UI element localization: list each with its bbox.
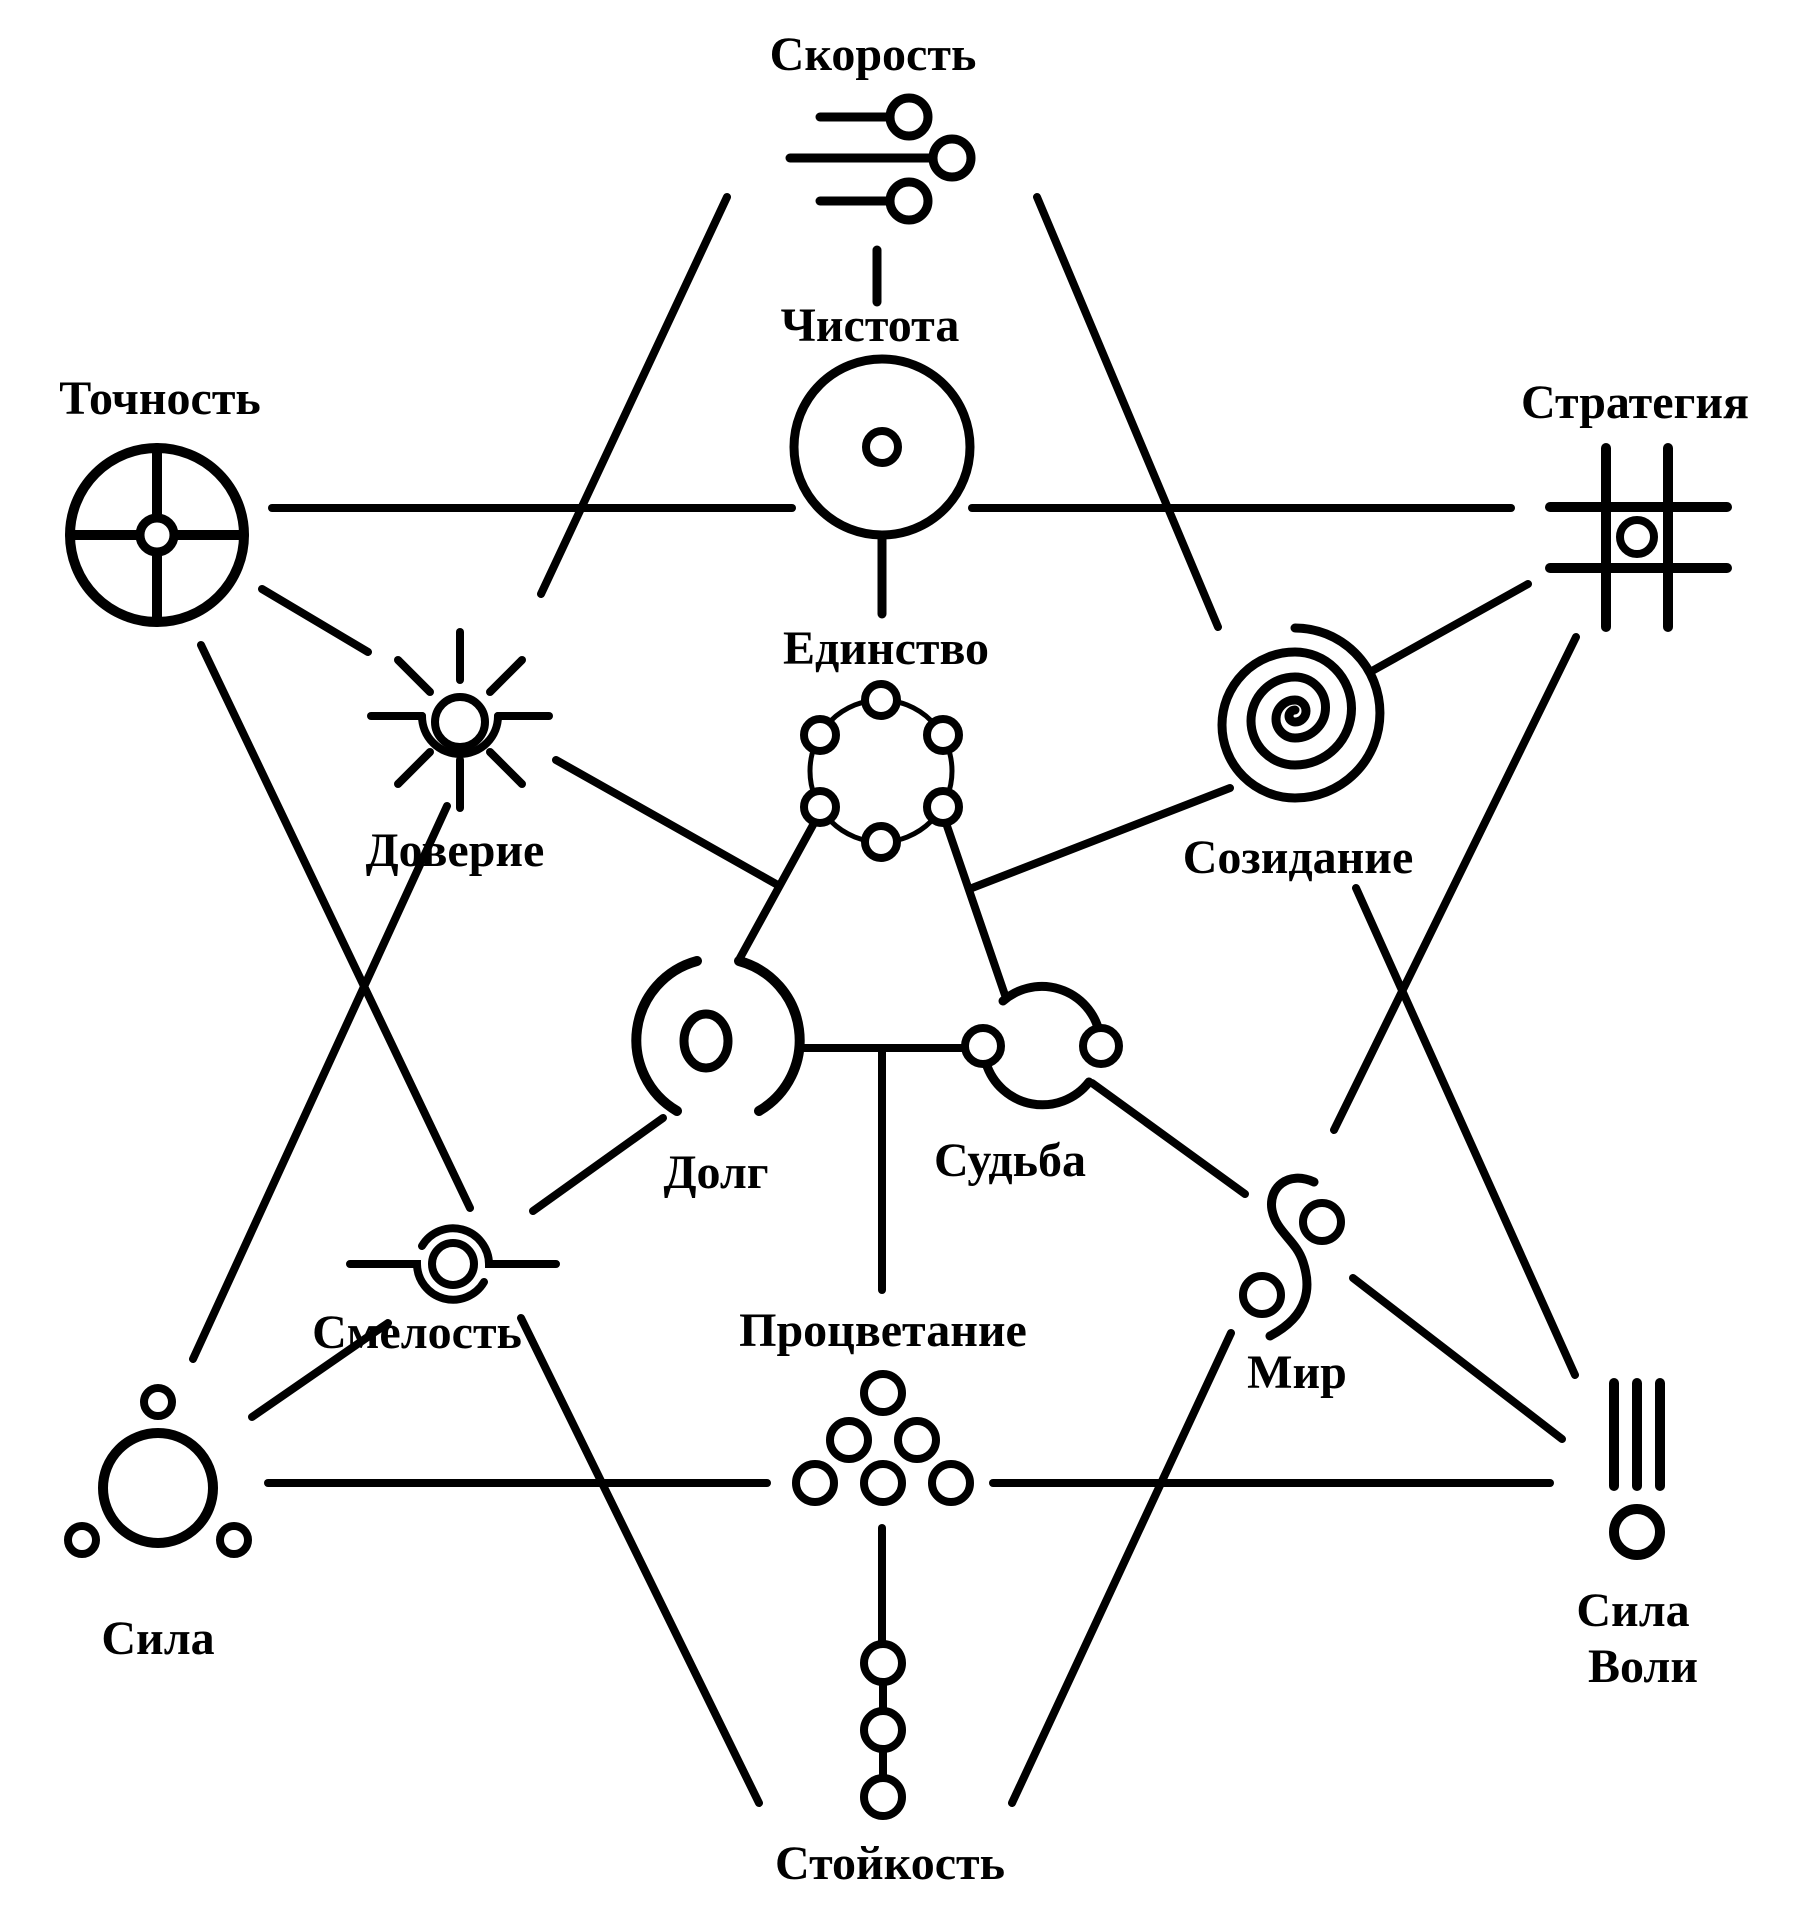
- node-edinstvo: Единство: [783, 622, 989, 862]
- sun-icon: [367, 628, 553, 812]
- node-chistota: Чистота: [781, 299, 975, 540]
- node-sila: Сила: [64, 1384, 252, 1665]
- node-sozidanie: Созидание: [1183, 623, 1414, 884]
- edge-skorost-silavoli-upper: [1033, 193, 1222, 631]
- node-tochnost: Точность: [59, 372, 261, 627]
- s-curve-dots-icon: [1239, 1173, 1345, 1341]
- node-mir: Мир: [1239, 1173, 1347, 1399]
- triple-orbit-circle-icon: [64, 1384, 252, 1558]
- skorost-label: Скорость: [770, 28, 977, 81]
- doverie-label: Доверие: [366, 824, 545, 877]
- node-strategiya: Стратегия: [1521, 376, 1749, 632]
- speed-lines-icon: [785, 93, 976, 225]
- circle-ring-icon: [800, 680, 963, 862]
- smelost-label: Смелость: [312, 1306, 522, 1359]
- edinstvo-label: Единство: [783, 622, 989, 675]
- edge-strategiya-stoykost-lower: [1008, 1329, 1235, 1807]
- hexagram-edges: [189, 193, 1580, 1807]
- three-bars-circle-icon: [1609, 1378, 1665, 1560]
- broken-circle-core-icon: [631, 956, 805, 1116]
- connector-lines: [248, 245, 1566, 1647]
- node-protsvetanie: Процветание: [739, 1304, 1027, 1506]
- tochnost-label: Точность: [59, 372, 261, 425]
- node-doverie: Доверие: [366, 628, 553, 877]
- circle-pyramid-icon: [792, 1370, 974, 1506]
- link-sozidanie-sudba: [968, 784, 1234, 892]
- node-sudba: Судьба: [934, 981, 1123, 1187]
- edge-skorost-sila-lower: [189, 802, 451, 1363]
- node-stoykost: Стойкость: [775, 1640, 1005, 1890]
- strategiya-label: Стратегия: [1521, 376, 1749, 429]
- edge-skorost-silavoli-lower: [1352, 884, 1579, 1379]
- chistota-label: Чистота: [781, 299, 960, 352]
- link-strategiya-sozidanie: [1368, 580, 1532, 675]
- node-smelost: Смелость: [312, 1224, 560, 1359]
- stoykost-label: Стойкость: [775, 1837, 1005, 1890]
- link-tochnost-doverie: [258, 585, 372, 656]
- link-edinstvo-sudba: [942, 819, 1010, 1002]
- circle-dot-icon: [789, 354, 975, 540]
- sila-voli-label-line2: Воли: [1588, 1640, 1698, 1693]
- eye-arcs-icon: [346, 1224, 560, 1304]
- stacked-beads-icon: [860, 1640, 906, 1820]
- mir-label: Мир: [1247, 1346, 1347, 1399]
- grid-circle-icon: [1545, 443, 1732, 632]
- link-sudba-mir: [1088, 1079, 1249, 1198]
- arc-orbits-icon: [961, 981, 1123, 1110]
- node-skorost: Скорость: [770, 28, 977, 225]
- edge-tochnost-stoykost-lower: [517, 1314, 763, 1807]
- edge-skorost-sila-upper: [537, 193, 731, 598]
- link-sila-smelost: [248, 1319, 392, 1421]
- link-edinstvo-dolg: [736, 821, 817, 962]
- edge-strategiya-stoykost-upper: [1330, 633, 1580, 1134]
- crosshair-icon: [65, 443, 249, 627]
- sila-label: Сила: [101, 1612, 214, 1665]
- node-sila-voli: Сила Воли: [1576, 1378, 1698, 1693]
- dolg-label: Долг: [663, 1146, 768, 1199]
- link-mir-silavoli: [1349, 1274, 1566, 1443]
- spiral-icon: [1217, 623, 1385, 803]
- sudba-label: Судьба: [934, 1134, 1086, 1187]
- link-smelost-dolg: [529, 1114, 667, 1215]
- node-dolg: Долг: [631, 956, 805, 1199]
- edge-tochnost-stoykost-upper: [197, 641, 474, 1212]
- link-doverie-dolg: [552, 756, 780, 888]
- sila-voli-label-line1: Сила: [1576, 1584, 1689, 1637]
- sozidanie-label: Созидание: [1183, 831, 1414, 884]
- protsvetanie-label: Процветание: [739, 1304, 1027, 1357]
